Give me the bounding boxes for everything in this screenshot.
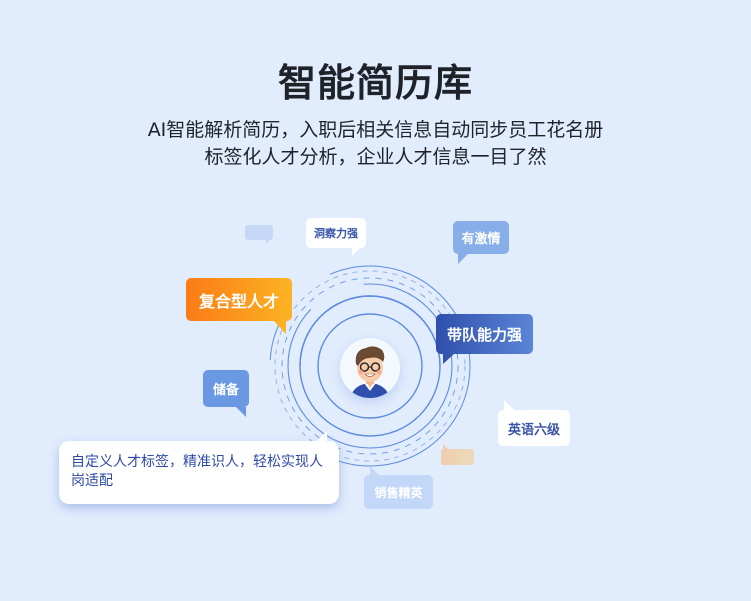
subtitle-line-1: AI智能解析简历，入职后相关信息自动同步员工花名册 [147, 119, 604, 141]
feature-description-card: 自定义人才标签，精准识人，轻松实现人岗适配 [59, 431, 339, 504]
tag-label: 洞察力强 [314, 227, 358, 240]
tag-label: 销售精英 [374, 485, 423, 500]
tag-reserve: 储备 [203, 370, 249, 417]
person-avatar-icon [340, 338, 400, 398]
tag-versatile-talent: 复合型人才 [186, 278, 292, 334]
page-title: 智能简历库 [277, 61, 473, 105]
tag-english-cet6: 英语六级 [498, 400, 570, 446]
feature-text: 自定义人才标签，精准识人，轻松实现人岗适配 [71, 454, 323, 489]
page-subtitle: AI智能解析简历，入职后相关信息自动同步员工花名册 标签化人才分析，企业人才信息… [0, 117, 751, 171]
tag-passionate: 有激情 [453, 221, 509, 264]
decorative-chat-bubble-blue [245, 225, 273, 244]
tag-label: 英语六级 [507, 422, 560, 438]
tag-label: 有激情 [461, 232, 501, 247]
subtitle-line-2: 标签化人才分析，企业人才信息一目了然 [204, 146, 547, 168]
tag-label: 储备 [212, 383, 239, 398]
tag-team-leadership: 带队能力强 [436, 314, 533, 364]
tag-insightful: 洞察力强 [306, 218, 366, 256]
tag-label: 复合型人才 [198, 291, 279, 311]
tag-label: 带队能力强 [446, 325, 522, 344]
avatar [340, 338, 400, 398]
decorative-chat-bubble-orange [441, 444, 474, 465]
tag-sales-elite: 销售精英 [364, 466, 433, 509]
